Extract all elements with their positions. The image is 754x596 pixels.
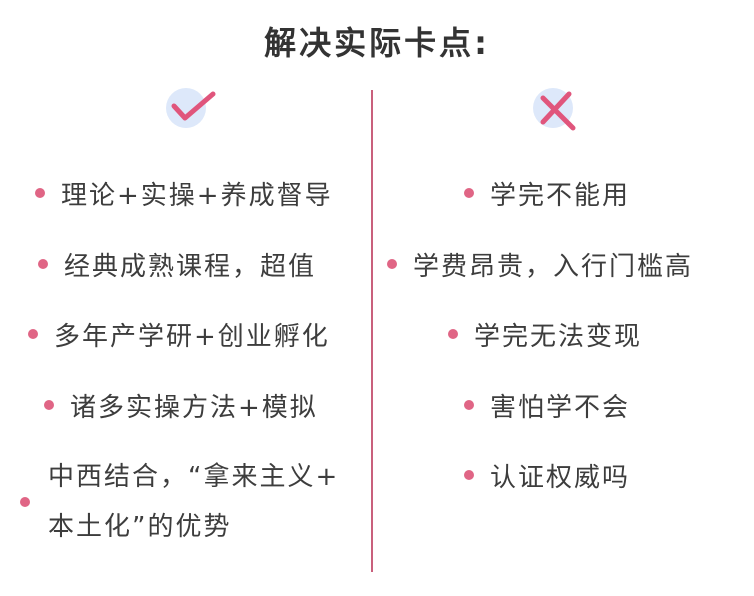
left-list-item: 经典成熟课程，超值	[38, 246, 316, 282]
left-list-item: 多年产学研+创业孵化	[28, 316, 330, 352]
right-list-item: 学费昂贵，入行门槛高	[387, 246, 693, 282]
item-label: 多年产学研+创业孵化	[54, 321, 330, 352]
item-label: 害怕学不会	[490, 392, 631, 423]
item-label: 认证权威吗	[490, 462, 631, 493]
bullet-dot	[28, 329, 38, 339]
cross-icon	[533, 88, 579, 134]
right-list-item: 学完无法变现	[448, 316, 642, 352]
item-label: 学完不能用	[490, 180, 631, 211]
item-label: 学完无法变现	[474, 321, 643, 352]
item-label: 学费昂贵，入行门槛高	[413, 251, 694, 282]
item-label-line2: 本土化”的优势	[48, 512, 232, 542]
bullet-dot	[387, 259, 397, 269]
right-list-item: 害怕学不会	[464, 387, 630, 423]
item-label-line1: 中西结合，“拿来主义+	[48, 462, 340, 492]
bullet-dot	[44, 400, 54, 410]
checkmark-icon	[166, 88, 216, 134]
left-list-item: 理论+实操+养成督导	[35, 175, 333, 211]
right-list-item: 学完不能用	[464, 175, 630, 211]
right-list-item: 认证权威吗	[464, 457, 630, 493]
center-divider	[371, 90, 373, 572]
item-label: 经典成熟课程，超值	[64, 251, 317, 282]
bullet-dot	[464, 400, 474, 410]
bullet-dot	[38, 259, 48, 269]
item-label: 诸多实操方法+模拟	[70, 392, 318, 423]
left-list-item: 中西结合，“拿来主义+ 本土化”的优势	[20, 454, 339, 550]
page-title: 解决实际卡点:	[264, 24, 490, 62]
bullet-dot	[464, 188, 474, 198]
bullet-dot	[464, 470, 474, 480]
bullet-dot	[448, 329, 458, 339]
bullet-dot	[35, 188, 45, 198]
item-label: 理论+实操+养成督导	[61, 180, 333, 211]
bullet-dot	[20, 497, 30, 507]
left-list-item: 诸多实操方法+模拟	[44, 387, 318, 423]
